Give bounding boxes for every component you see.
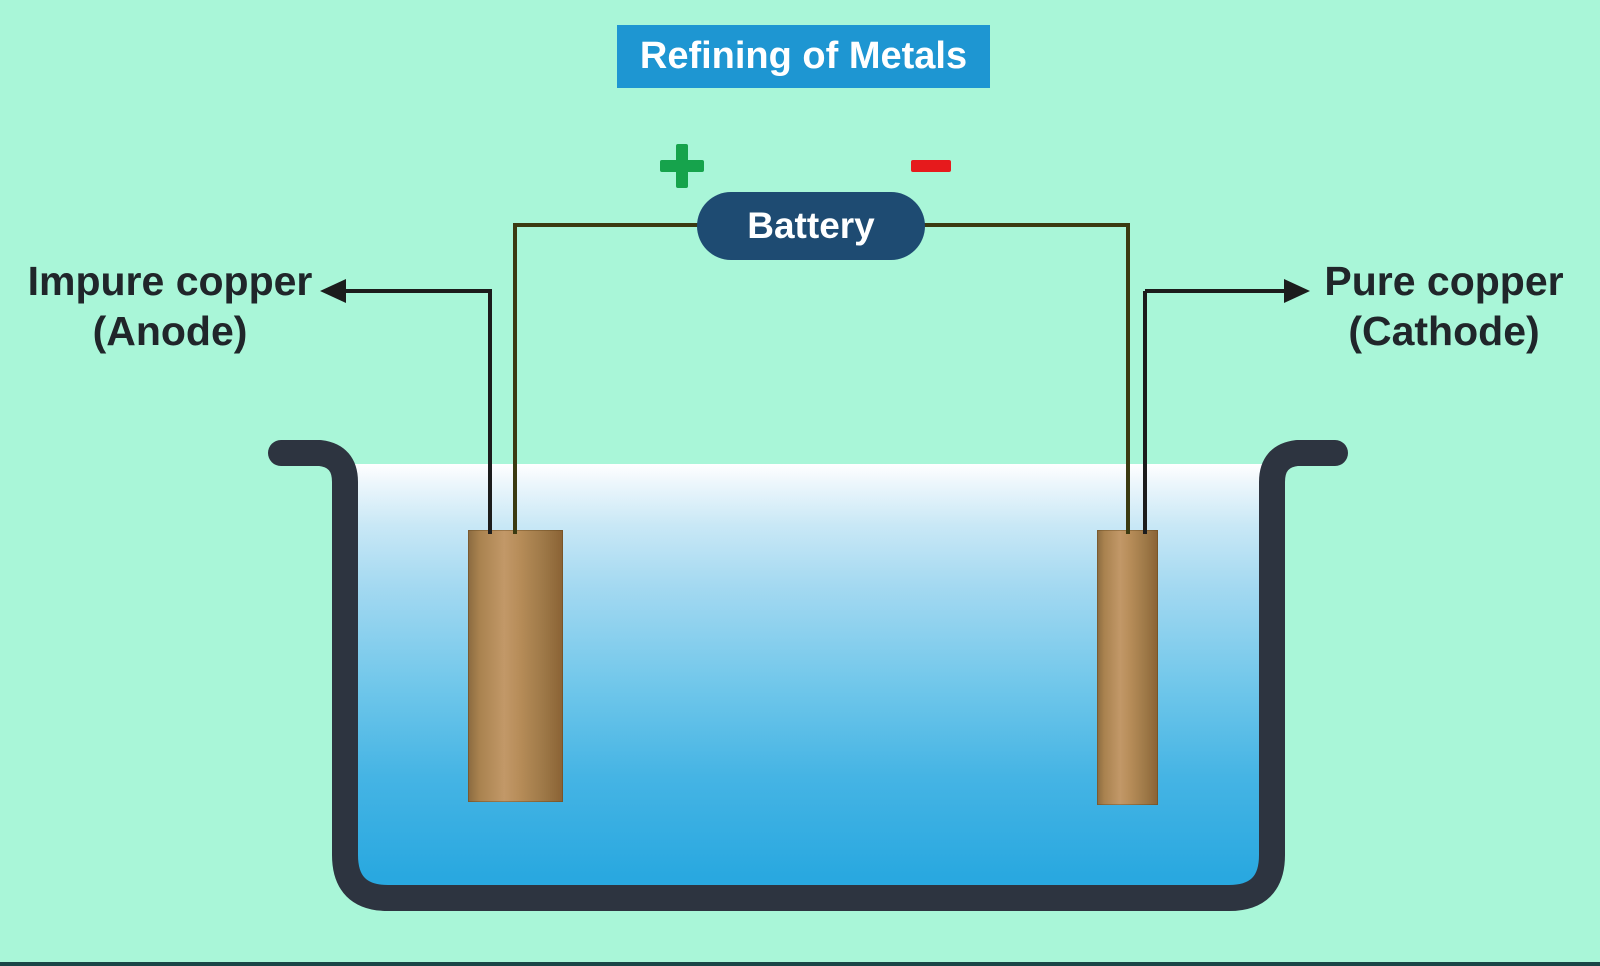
wire-battery-to-anode-vertical (513, 223, 517, 534)
negative-terminal-icon (911, 160, 951, 172)
cathode-label-line1: Pure copper (1324, 258, 1564, 304)
anode-pointer-line-horizontal (344, 289, 492, 293)
anode-label: Impure copper (Anode) (25, 256, 315, 356)
cathode-electrode (1097, 530, 1158, 805)
anode-label-line1: Impure copper (27, 258, 313, 304)
battery: Battery (697, 192, 925, 260)
wire-battery-to-cathode-vertical (1126, 223, 1130, 534)
cathode-pointer-line-horizontal (1145, 289, 1286, 293)
wire-battery-to-anode-horizontal (513, 223, 701, 227)
plus-icon-vertical-bar (676, 144, 688, 188)
cathode-pointer-line-vertical (1143, 291, 1147, 534)
page-title: Refining of Metals (617, 25, 990, 88)
cathode-label: Pure copper (Cathode) (1319, 256, 1569, 356)
bottom-border (0, 962, 1600, 966)
right-arrow-icon (1284, 279, 1310, 303)
cathode-label-line2: (Cathode) (1348, 308, 1540, 355)
positive-terminal-icon (660, 144, 704, 188)
anode-label-line2: (Anode) (92, 308, 248, 355)
anode-electrode (468, 530, 563, 802)
wire-battery-to-cathode-horizontal (921, 223, 1130, 227)
left-arrow-icon (320, 279, 346, 303)
anode-pointer-line-vertical (488, 291, 492, 534)
